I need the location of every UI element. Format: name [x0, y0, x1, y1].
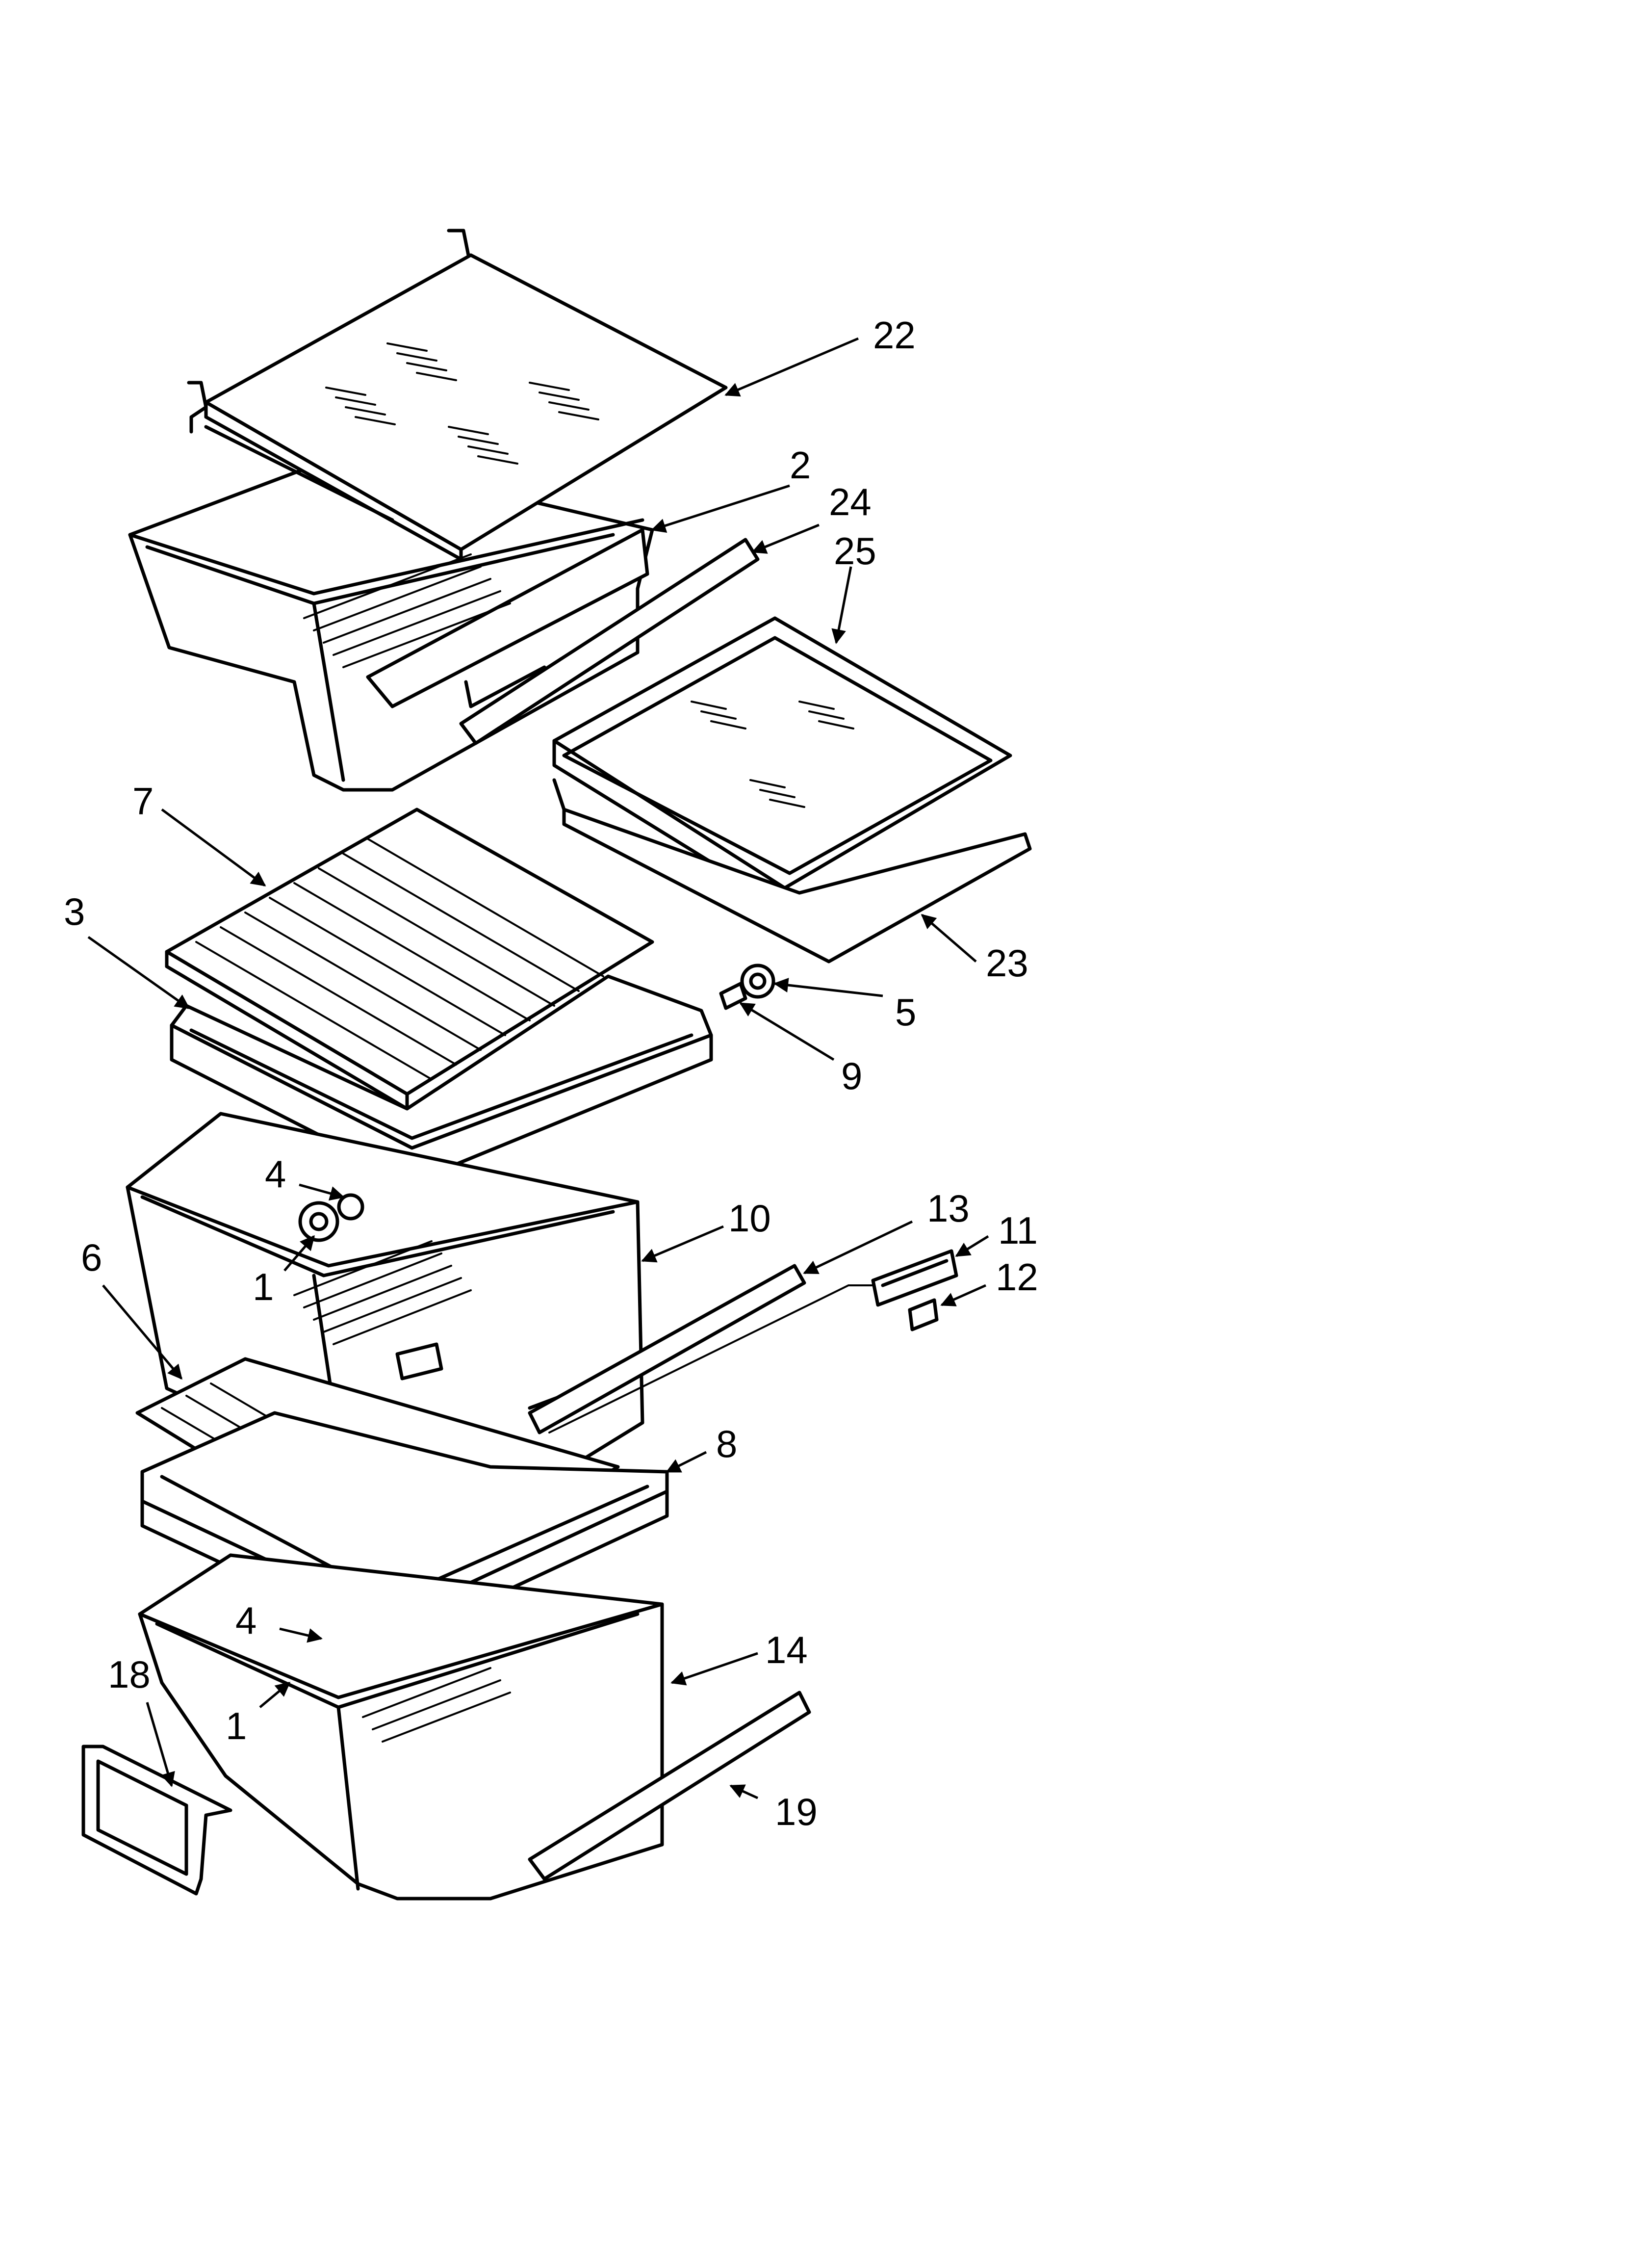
drawer-trim-19 — [528, 1691, 811, 1881]
glass-reflection-marks — [325, 342, 599, 465]
callout-23: 23 — [986, 941, 1028, 985]
callout-3: 3 — [64, 890, 85, 933]
label-holder-18 — [81, 1745, 232, 1896]
callout-4a: 4 — [265, 1152, 286, 1196]
drawer-trim-13 — [528, 1264, 806, 1434]
lower-crisper-vent-slots — [362, 1667, 511, 1743]
callout-13: 13 — [927, 1187, 970, 1230]
callout-19: 19 — [775, 1790, 818, 1833]
callout-18: 18 — [108, 1653, 151, 1696]
callout-22: 22 — [873, 313, 916, 357]
callout-12: 12 — [996, 1255, 1038, 1299]
shelf-support-5-9 — [719, 964, 775, 1010]
trim-clip-12 — [908, 1298, 939, 1331]
trim-clip-11 — [871, 1249, 958, 1307]
callout-11: 11 — [998, 1209, 1038, 1252]
callout-7: 7 — [132, 780, 154, 823]
callout-10: 10 — [728, 1197, 771, 1240]
roller-assembly-upper — [298, 1193, 364, 1242]
callout-24: 24 — [829, 480, 872, 523]
callout-9: 9 — [841, 1054, 862, 1097]
trim-connector-line — [548, 1284, 879, 1434]
callout-25: 25 — [834, 529, 876, 573]
middle-crisper-vent-slots — [293, 1240, 472, 1345]
upper-crisper-vent-slots — [303, 553, 511, 668]
leader-lines — [87, 337, 989, 1799]
crisper-cover-frame-23 — [552, 778, 1032, 964]
crisper-cover-shelf-25 — [552, 616, 1012, 910]
callout-6: 6 — [81, 1236, 102, 1279]
callout-2: 2 — [790, 443, 811, 487]
callout-numbers: 22 2 24 25 7 3 23 5 9 4 10 13 11 12 1 6 … — [64, 313, 1038, 1833]
callout-1b: 1 — [226, 1704, 247, 1747]
shelf-ribs — [195, 838, 604, 1080]
shelf-frame-3 — [170, 974, 713, 1184]
drawer-trim-24 — [459, 538, 760, 745]
callout-1a: 1 — [253, 1265, 274, 1308]
callout-4b: 4 — [235, 1599, 257, 1642]
callout-8: 8 — [716, 1422, 737, 1465]
callout-14: 14 — [765, 1628, 808, 1671]
lower-crisper-drawer-14 — [138, 1553, 664, 1901]
glass-reflection-marks — [691, 701, 854, 808]
callout-5: 5 — [895, 991, 916, 1034]
